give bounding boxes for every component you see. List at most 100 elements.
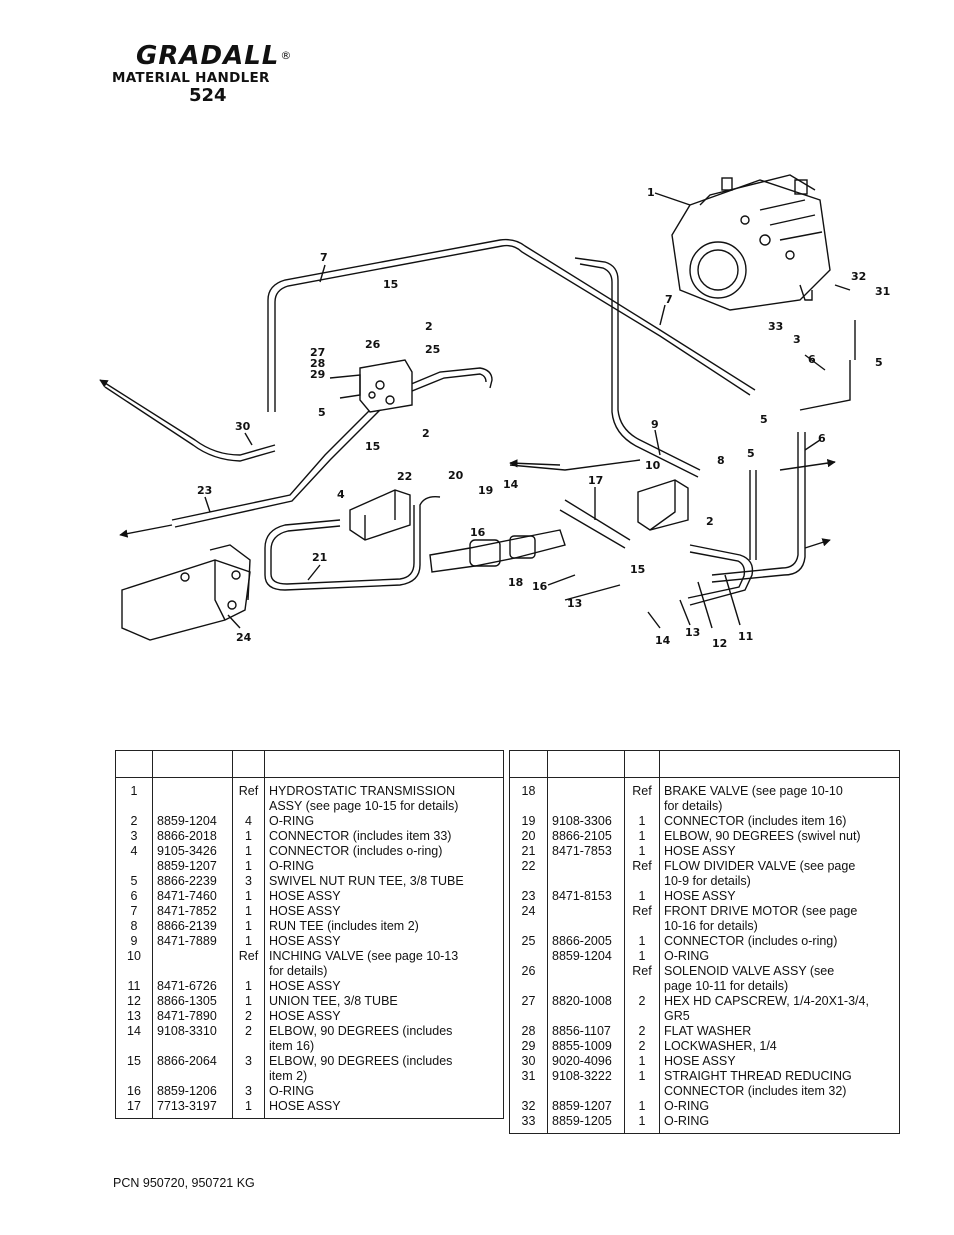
description-line: HOSE ASSY [269,934,341,948]
part-number: 8471-7890 [152,1009,233,1024]
svg-text:12: 12 [712,637,727,650]
svg-text:15: 15 [365,440,380,453]
item-number: 3 [130,829,138,843]
quantity: 2 [624,1039,660,1054]
quantity: Ref [624,777,660,814]
item-number: 12 [127,994,141,1008]
svg-text:16: 16 [532,580,548,593]
item-number: 24 [521,904,536,918]
svg-text:25: 25 [425,343,440,356]
quantity: 1 [232,829,265,844]
model-number: 524 [189,85,227,106]
item-number: 31 [521,1069,536,1083]
description-line: CONNECTOR (includes item 32) [664,1084,847,1098]
quantity: 1 [232,889,265,904]
svg-text:11: 11 [738,630,753,643]
svg-text:18: 18 [508,576,523,589]
svg-text:10: 10 [645,459,661,472]
quantity: Ref [232,777,265,814]
description: HOSE ASSY [264,889,504,904]
description: HOSE ASSY [264,1099,504,1119]
description-line: RUN TEE (includes item 2) [269,919,419,933]
quantity: 2 [624,994,660,1024]
item-number: 2 [130,814,138,828]
description-line: SWIVEL NUT RUN TEE, 3/8 TUBE [269,874,464,888]
part-number: 8866-1305 [152,994,233,1009]
description: O-RING [264,1084,504,1099]
description-line: ELBOW, 90 DEGREES (includes [269,1024,453,1038]
description: O-RING [659,1114,900,1134]
description-line: item 16) [269,1039,315,1053]
description: LOCKWASHER, 1/4 [659,1039,900,1054]
part-number: 8820-1008 [547,994,625,1024]
description: HOSE ASSY [264,904,504,919]
description-line: HOSE ASSY [269,1099,341,1113]
description-line: for details) [664,799,723,813]
description-line: FLOW DIVIDER VALVE (see page [664,859,856,873]
part-number [547,904,625,934]
quantity: 3 [232,1084,265,1099]
quantity: 1 [232,994,265,1009]
item-number: 27 [521,994,536,1008]
part-number: 8866-2018 [152,829,233,844]
description-line: CONNECTOR (includes o-ring) [269,844,443,858]
part-number: 8471-7460 [152,889,233,904]
part-number: 8866-2105 [547,829,625,844]
description-line: HYDROSTATIC TRANSMISSION [269,784,456,798]
part-number: 9105-3426 [152,844,233,859]
svg-text:1: 1 [647,186,655,199]
svg-text:6: 6 [818,432,826,445]
description-line: STRAIGHT THREAD REDUCING [664,1069,852,1083]
solenoid-valve [329,359,413,413]
item-number: 4 [130,844,138,858]
description-line: ASSY (see page 10-15 for details) [269,799,459,813]
description-line: INCHING VALVE (see page 10-13 [269,949,459,963]
description-line: CONNECTOR (includes o-ring) [664,934,838,948]
quantity: 1 [232,934,265,949]
svg-text:21: 21 [312,551,327,564]
part-number [152,949,233,979]
item-number: 11 [127,979,141,993]
part-number: 8471-8153 [547,889,625,904]
description: RUN TEE (includes item 2) [264,919,504,934]
hose-7-upper [267,238,756,412]
description-line: HOSE ASSY [664,1054,736,1068]
svg-text:13: 13 [685,626,700,639]
svg-text:5: 5 [760,413,768,426]
description: UNION TEE, 3/8 TUBE [264,994,504,1009]
svg-text:5: 5 [747,447,755,460]
part-number: 9108-3306 [547,814,625,829]
hydraulic-parts-diagram: 1 7 7 15 2 26 25 27 28 29 5 30 15 2 22 2… [99,174,890,650]
svg-text:9: 9 [651,418,659,431]
quantity: 1 [624,1099,660,1114]
item-number: 28 [521,1024,536,1038]
brake-valve [429,529,566,573]
svg-text:3: 3 [793,333,801,346]
part-number: 8859-1207 [152,859,233,874]
part-number [547,859,625,889]
part-number [547,964,625,994]
part-number: 8471-6726 [152,979,233,994]
svg-text:23: 23 [197,484,212,497]
description-line: for details) [269,964,328,978]
svg-text:7: 7 [320,251,328,264]
item-number: 16 [127,1084,141,1098]
item-number: 7 [130,904,138,918]
svg-text:2: 2 [425,320,433,333]
item-number: 1 [130,784,138,798]
quantity: 1 [624,1114,660,1134]
svg-text:2: 2 [706,515,714,528]
svg-text:2: 2 [422,427,430,440]
